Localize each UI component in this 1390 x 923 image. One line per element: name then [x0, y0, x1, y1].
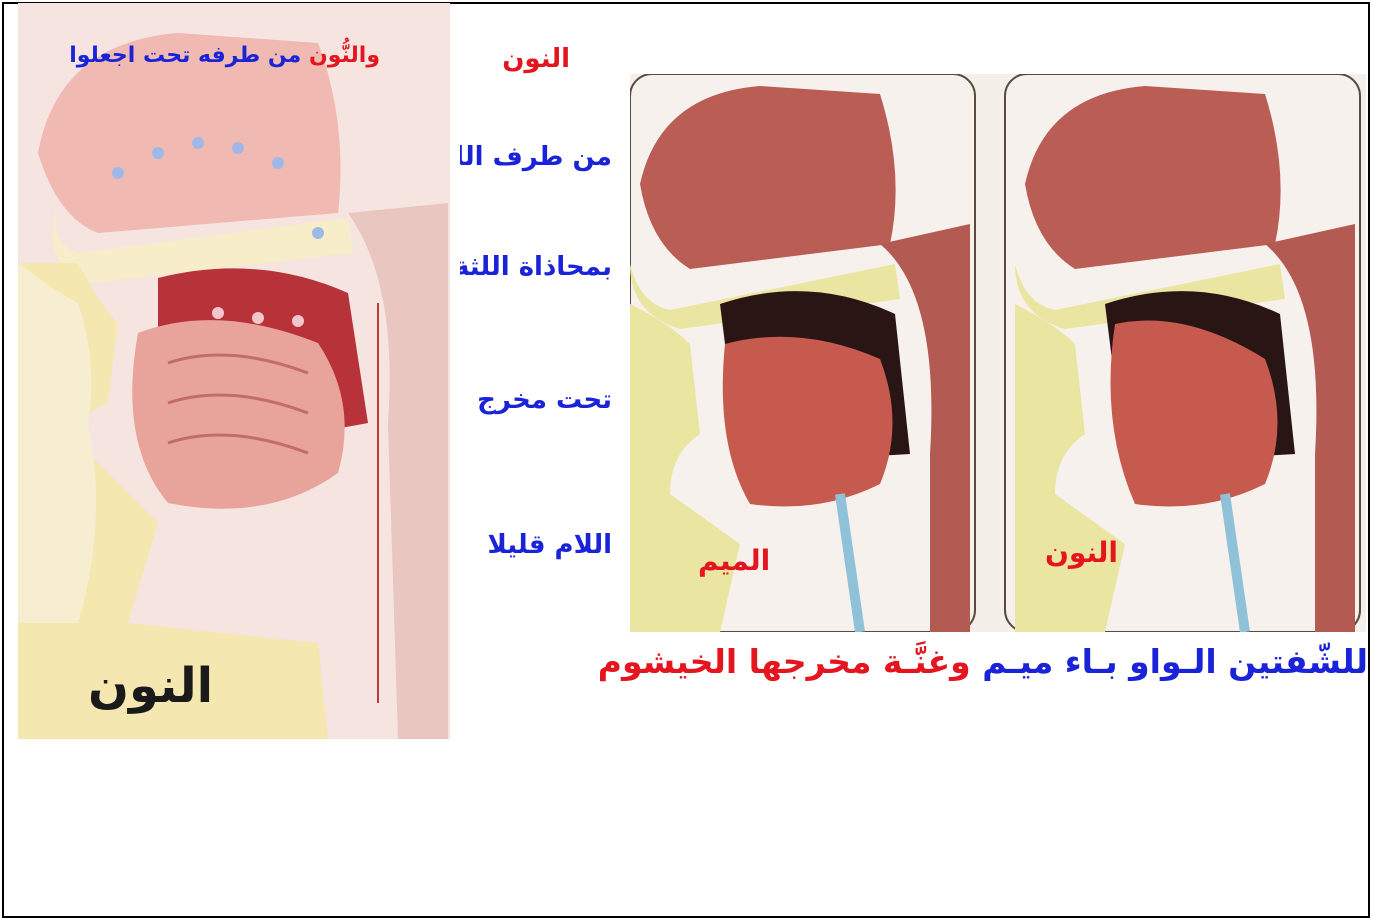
- middle-title: النون: [502, 44, 570, 74]
- mim-diagram: [630, 74, 975, 632]
- middle-line-4: اللام قليلا: [487, 530, 612, 560]
- left-caption: والنُّون من طرفه تحت اجعلوا: [69, 43, 380, 68]
- bottom-verse-blue: للشّفتين الـواو بـاء ميـم: [982, 642, 1368, 681]
- bottom-verse: للشّفتين الـواو بـاء ميـم وغنَّـة مخرجها…: [598, 642, 1368, 681]
- left-caption-blue: من طرفه تحت اجعلوا: [69, 43, 301, 68]
- left-caption-red: والنُّون: [309, 43, 380, 68]
- middle-line-2: بمحاذاة اللثة: [460, 252, 612, 282]
- bottom-verse-red: وغنَّـة مخرجها الخيشوم: [598, 642, 971, 681]
- label-nun: النون: [1045, 536, 1118, 569]
- left-big-label: النون: [88, 658, 213, 714]
- middle-line-3: تحت مخرج: [477, 385, 612, 415]
- label-mim: الميم: [698, 544, 770, 577]
- middle-line-1: من طرف اللسان: [460, 142, 612, 172]
- mouth-cross-section-illustration: [18, 3, 450, 739]
- mim-nun-comparison: الميم النون: [630, 74, 1366, 632]
- description-column: النون من طرف اللسان بمحاذاة اللثة تحت مخ…: [460, 30, 620, 590]
- nun-articulation-diagram: والنُّون من طرفه تحت اجعلوا النون: [18, 3, 450, 739]
